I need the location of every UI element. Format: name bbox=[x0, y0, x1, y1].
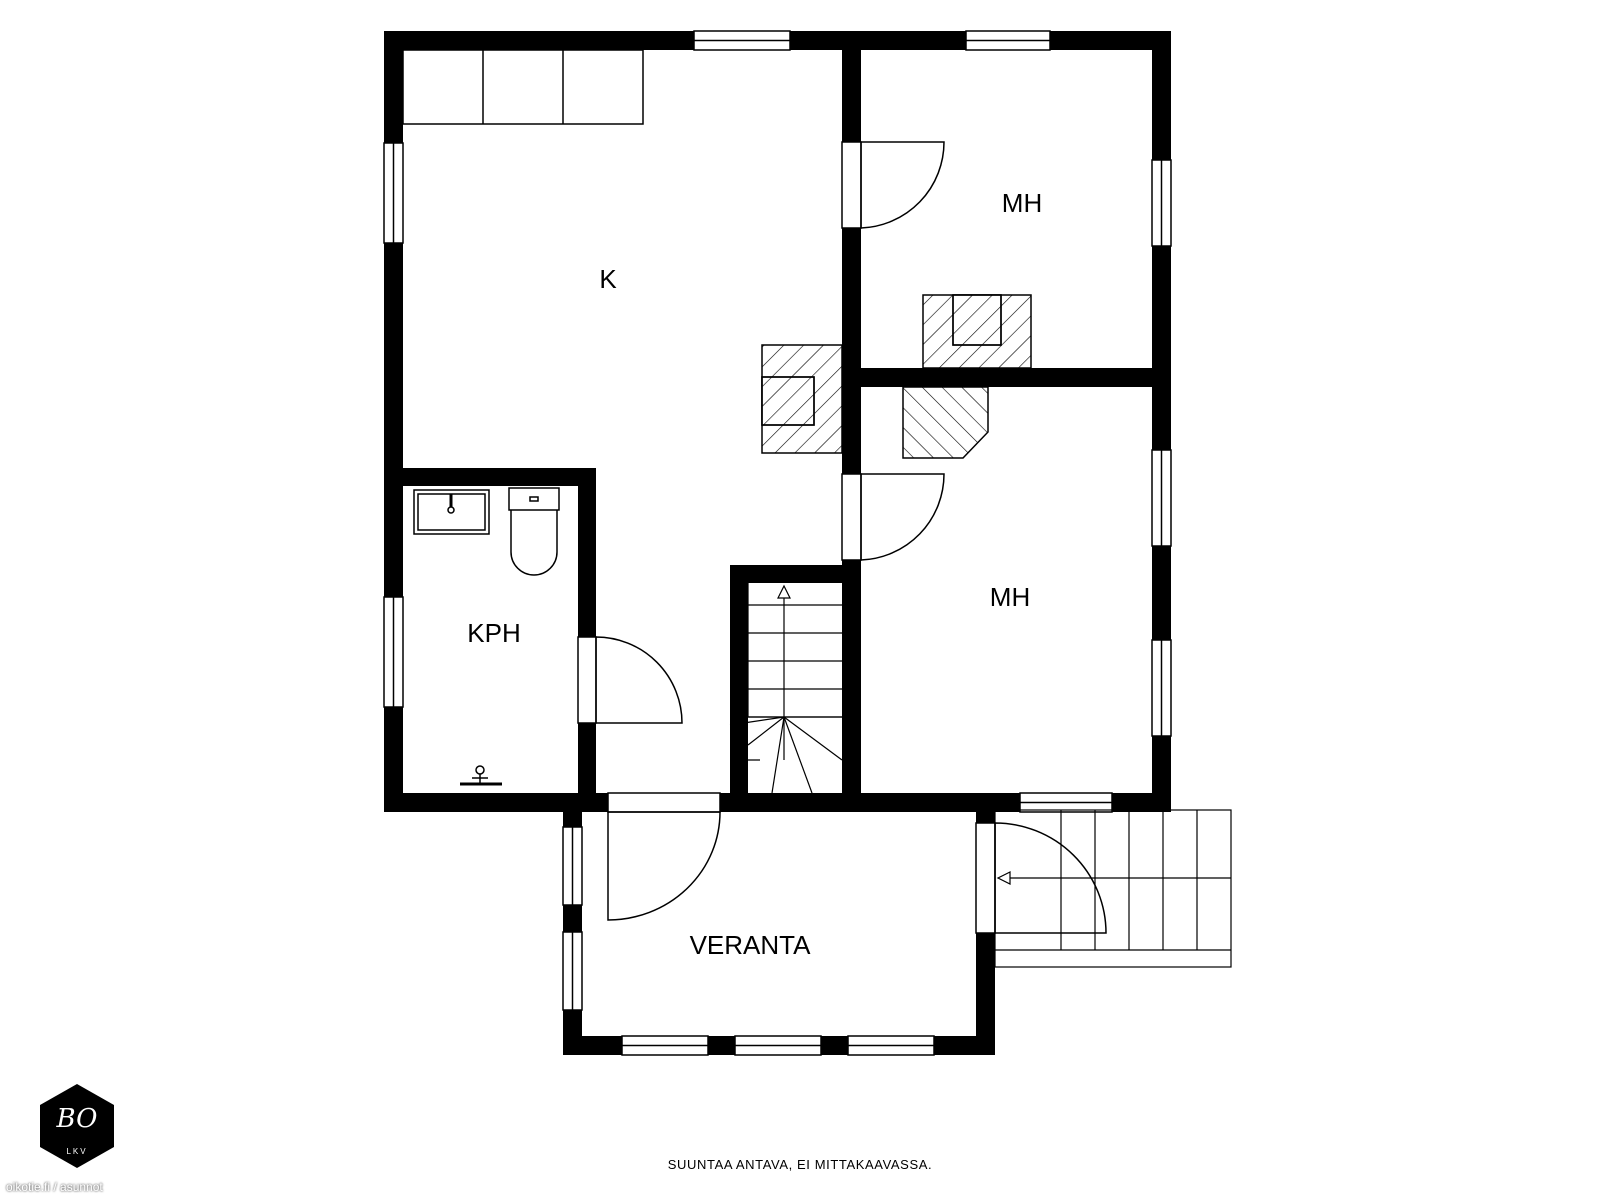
interior-stairs bbox=[729, 583, 843, 794]
disclaimer-text: SUUNTAA ANTAVA, EI MITTAKAAVASSA. bbox=[667, 1157, 933, 1172]
kitchen-cabinets bbox=[402, 49, 644, 125]
door-swing bbox=[860, 473, 945, 561]
watermark-text: oikotie.fi / asunnot bbox=[6, 1180, 103, 1194]
room-label-kitchen: K bbox=[599, 264, 617, 294]
room-label-bedroom-upper: MH bbox=[1002, 188, 1042, 218]
door-opening bbox=[577, 636, 597, 724]
outdoor-steps bbox=[994, 809, 1232, 968]
wall-stair-top bbox=[730, 565, 861, 583]
doors bbox=[577, 141, 1107, 934]
bathroom-fixtures bbox=[413, 487, 560, 786]
fireplace-bedroom-lower bbox=[902, 386, 989, 459]
toilet bbox=[508, 487, 560, 576]
door-swing bbox=[607, 811, 721, 921]
company-logo: BO LKV bbox=[40, 1084, 114, 1168]
room-label-veranda: VERANTA bbox=[690, 930, 812, 960]
door-swing bbox=[994, 822, 1107, 934]
sink bbox=[413, 489, 490, 535]
fireplaces bbox=[761, 294, 1032, 459]
door-opening bbox=[975, 822, 996, 934]
room-label-bathroom: KPH bbox=[467, 618, 520, 648]
wall-stair-left bbox=[730, 565, 748, 812]
logo-text: LKV bbox=[66, 1147, 87, 1156]
room-label-bedroom-lower: MH bbox=[990, 582, 1030, 612]
door-opening bbox=[841, 473, 862, 561]
wall-bathroom-top bbox=[384, 468, 596, 486]
door-swing bbox=[595, 636, 683, 724]
door-swing bbox=[860, 141, 945, 229]
door-opening bbox=[841, 141, 862, 229]
door-opening bbox=[607, 792, 721, 813]
walls bbox=[384, 31, 1171, 1055]
wall-bedrooms bbox=[842, 368, 1171, 387]
windows bbox=[383, 30, 1172, 1056]
floor-drain bbox=[460, 765, 502, 786]
logo-monogram: BO bbox=[56, 1104, 98, 1134]
